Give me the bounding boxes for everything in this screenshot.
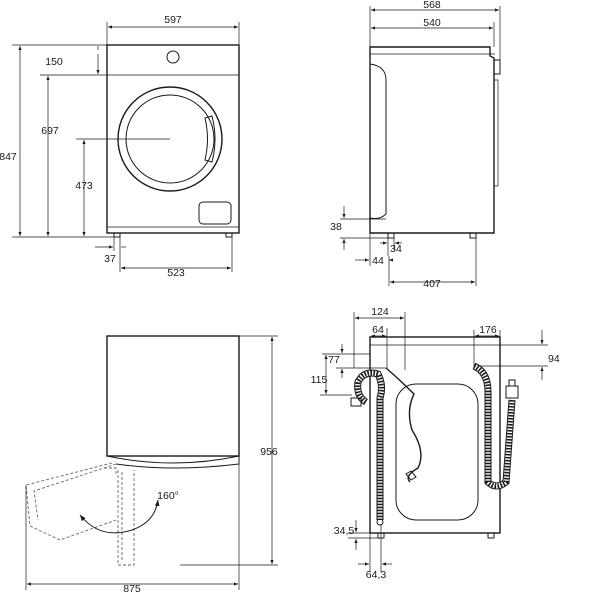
power-plug-icon [405, 470, 417, 481]
open-door-side [117, 470, 135, 566]
dim-rear-hose-offset: 64 [372, 324, 384, 336]
side-foot-front [387, 232, 395, 239]
side-view: 568 540 38 34 44 407 [330, 0, 501, 290]
angle-arc [79, 499, 160, 534]
rear-view: 124 64 176 94 77 115 34,5 [311, 306, 560, 581]
filter-flap [198, 201, 232, 225]
door-handle [204, 115, 216, 163]
dim-rear-drain-offset: 124 [371, 306, 389, 318]
front-view: 597 847 697 150 473 37 523 [0, 14, 240, 279]
dim-side-foot-span: 407 [423, 278, 441, 290]
top-view-body [106, 335, 240, 457]
dim-front-foot-offset: 37 [104, 253, 116, 265]
dim-front-door-center: 473 [75, 180, 93, 192]
top-view-door-closed [106, 455, 240, 469]
dim-open-height: 956 [260, 446, 278, 458]
side-foot-rear [469, 232, 477, 239]
dim-rear-inlet-offset: 176 [479, 324, 497, 336]
dim-side-foot-offset: 44 [372, 255, 384, 267]
open-door-outline [25, 462, 117, 541]
front-foot-right [225, 232, 233, 238]
dim-side-total-depth: 568 [423, 0, 441, 11]
front-foot-left [113, 232, 121, 238]
dim-front-door-height: 697 [41, 125, 59, 137]
side-body [369, 46, 495, 234]
dim-open-depth: 875 [123, 583, 141, 595]
dim-front-total-height: 847 [0, 151, 17, 163]
dim-rear-inlet-height: 94 [548, 353, 560, 365]
power-cable [385, 367, 422, 483]
dim-side-foot-height: 38 [330, 221, 342, 233]
dim-rear-drain-drop: 115 [311, 374, 328, 386]
drain-hose-end-icon [350, 397, 362, 407]
door-open-view: 160° 956 875 [25, 335, 278, 595]
rear-service-panel [395, 383, 479, 521]
side-door-bulge [369, 63, 387, 219]
dim-side-foot-width: 34 [390, 243, 402, 255]
dim-front-foot-span: 523 [167, 267, 185, 279]
dim-side-body-depth: 540 [423, 17, 441, 29]
dim-door-angle: 160° [157, 490, 179, 502]
inlet-valve-connector-icon [505, 385, 519, 399]
dim-front-width: 597 [164, 14, 182, 26]
dim-rear-drain-top: 77 [328, 354, 340, 366]
program-knob-icon [166, 50, 180, 64]
dim-rear-bottom-offset: 64,3 [366, 569, 387, 581]
rear-body [369, 336, 501, 534]
dim-rear-bottom-height: 34,5 [334, 525, 355, 537]
dim-front-top-panel: 150 [45, 56, 63, 68]
rear-foot-right [487, 532, 495, 539]
